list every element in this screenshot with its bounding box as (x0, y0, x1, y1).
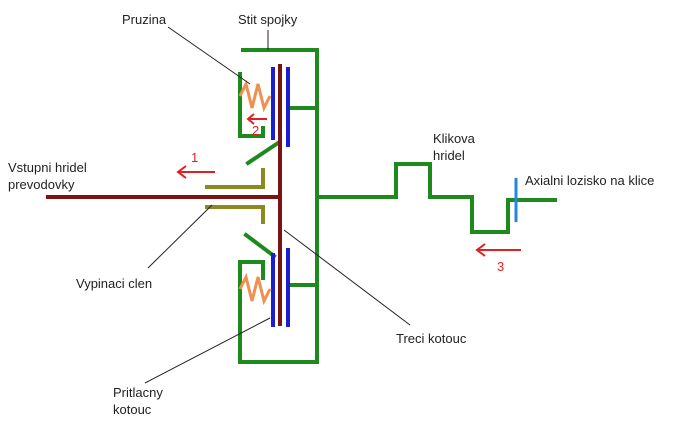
arrow-2 (246, 113, 267, 125)
leader-pruzina (167, 26, 251, 85)
label-vypinaci-clen: Vypinaci clen (76, 276, 152, 291)
housing-upper-diaphragm (245, 140, 281, 166)
leader-pritlacny-kotouc (144, 317, 271, 384)
label-vstupni-hridel-line2: prevodovky (8, 177, 75, 192)
housing-lower-bracket (238, 260, 265, 280)
pressure-plate (271, 67, 290, 327)
label-vstupni-hridel-line1: Vstupni hridel (8, 160, 87, 175)
label-pruzina: Pruzina (122, 12, 167, 27)
leader-treci-kotouc (283, 229, 411, 326)
upper-spring (238, 79, 272, 113)
arrow-1 (176, 165, 215, 179)
label-treci-kotouc: Treci kotouc (396, 331, 467, 346)
arrow-2-number: 2 (252, 123, 259, 138)
housing-lower-diaphragm (243, 232, 277, 259)
clutch-housing (238, 48, 319, 364)
leader-vypinaci-clen (147, 204, 213, 269)
label-axialni-lozisko: Axialni lozisko na klice (525, 173, 654, 188)
label-pritlacny-kotouc-line1: Pritlacny (113, 385, 163, 400)
input-shaft (46, 64, 282, 326)
housing-upper-pocket (238, 72, 265, 138)
lower-spring (238, 272, 272, 306)
arrow-3-number: 3 (497, 259, 504, 274)
label-klikova-hridel-line1: Klikova (433, 131, 476, 146)
release-member-upper (205, 168, 265, 189)
release-member-lower (205, 205, 265, 224)
label-klikova-hridel-line2: hridel (433, 148, 465, 163)
release-member (205, 168, 265, 224)
label-stit-spojky: Stit spojky (238, 12, 298, 27)
arrow-1-number: 1 (191, 150, 198, 165)
label-pritlacny-kotouc-line2: kotouc (113, 402, 152, 417)
housing-outline (238, 48, 319, 364)
leader-lines (144, 26, 411, 384)
arrow-3 (475, 243, 521, 257)
crankshaft (317, 162, 557, 234)
